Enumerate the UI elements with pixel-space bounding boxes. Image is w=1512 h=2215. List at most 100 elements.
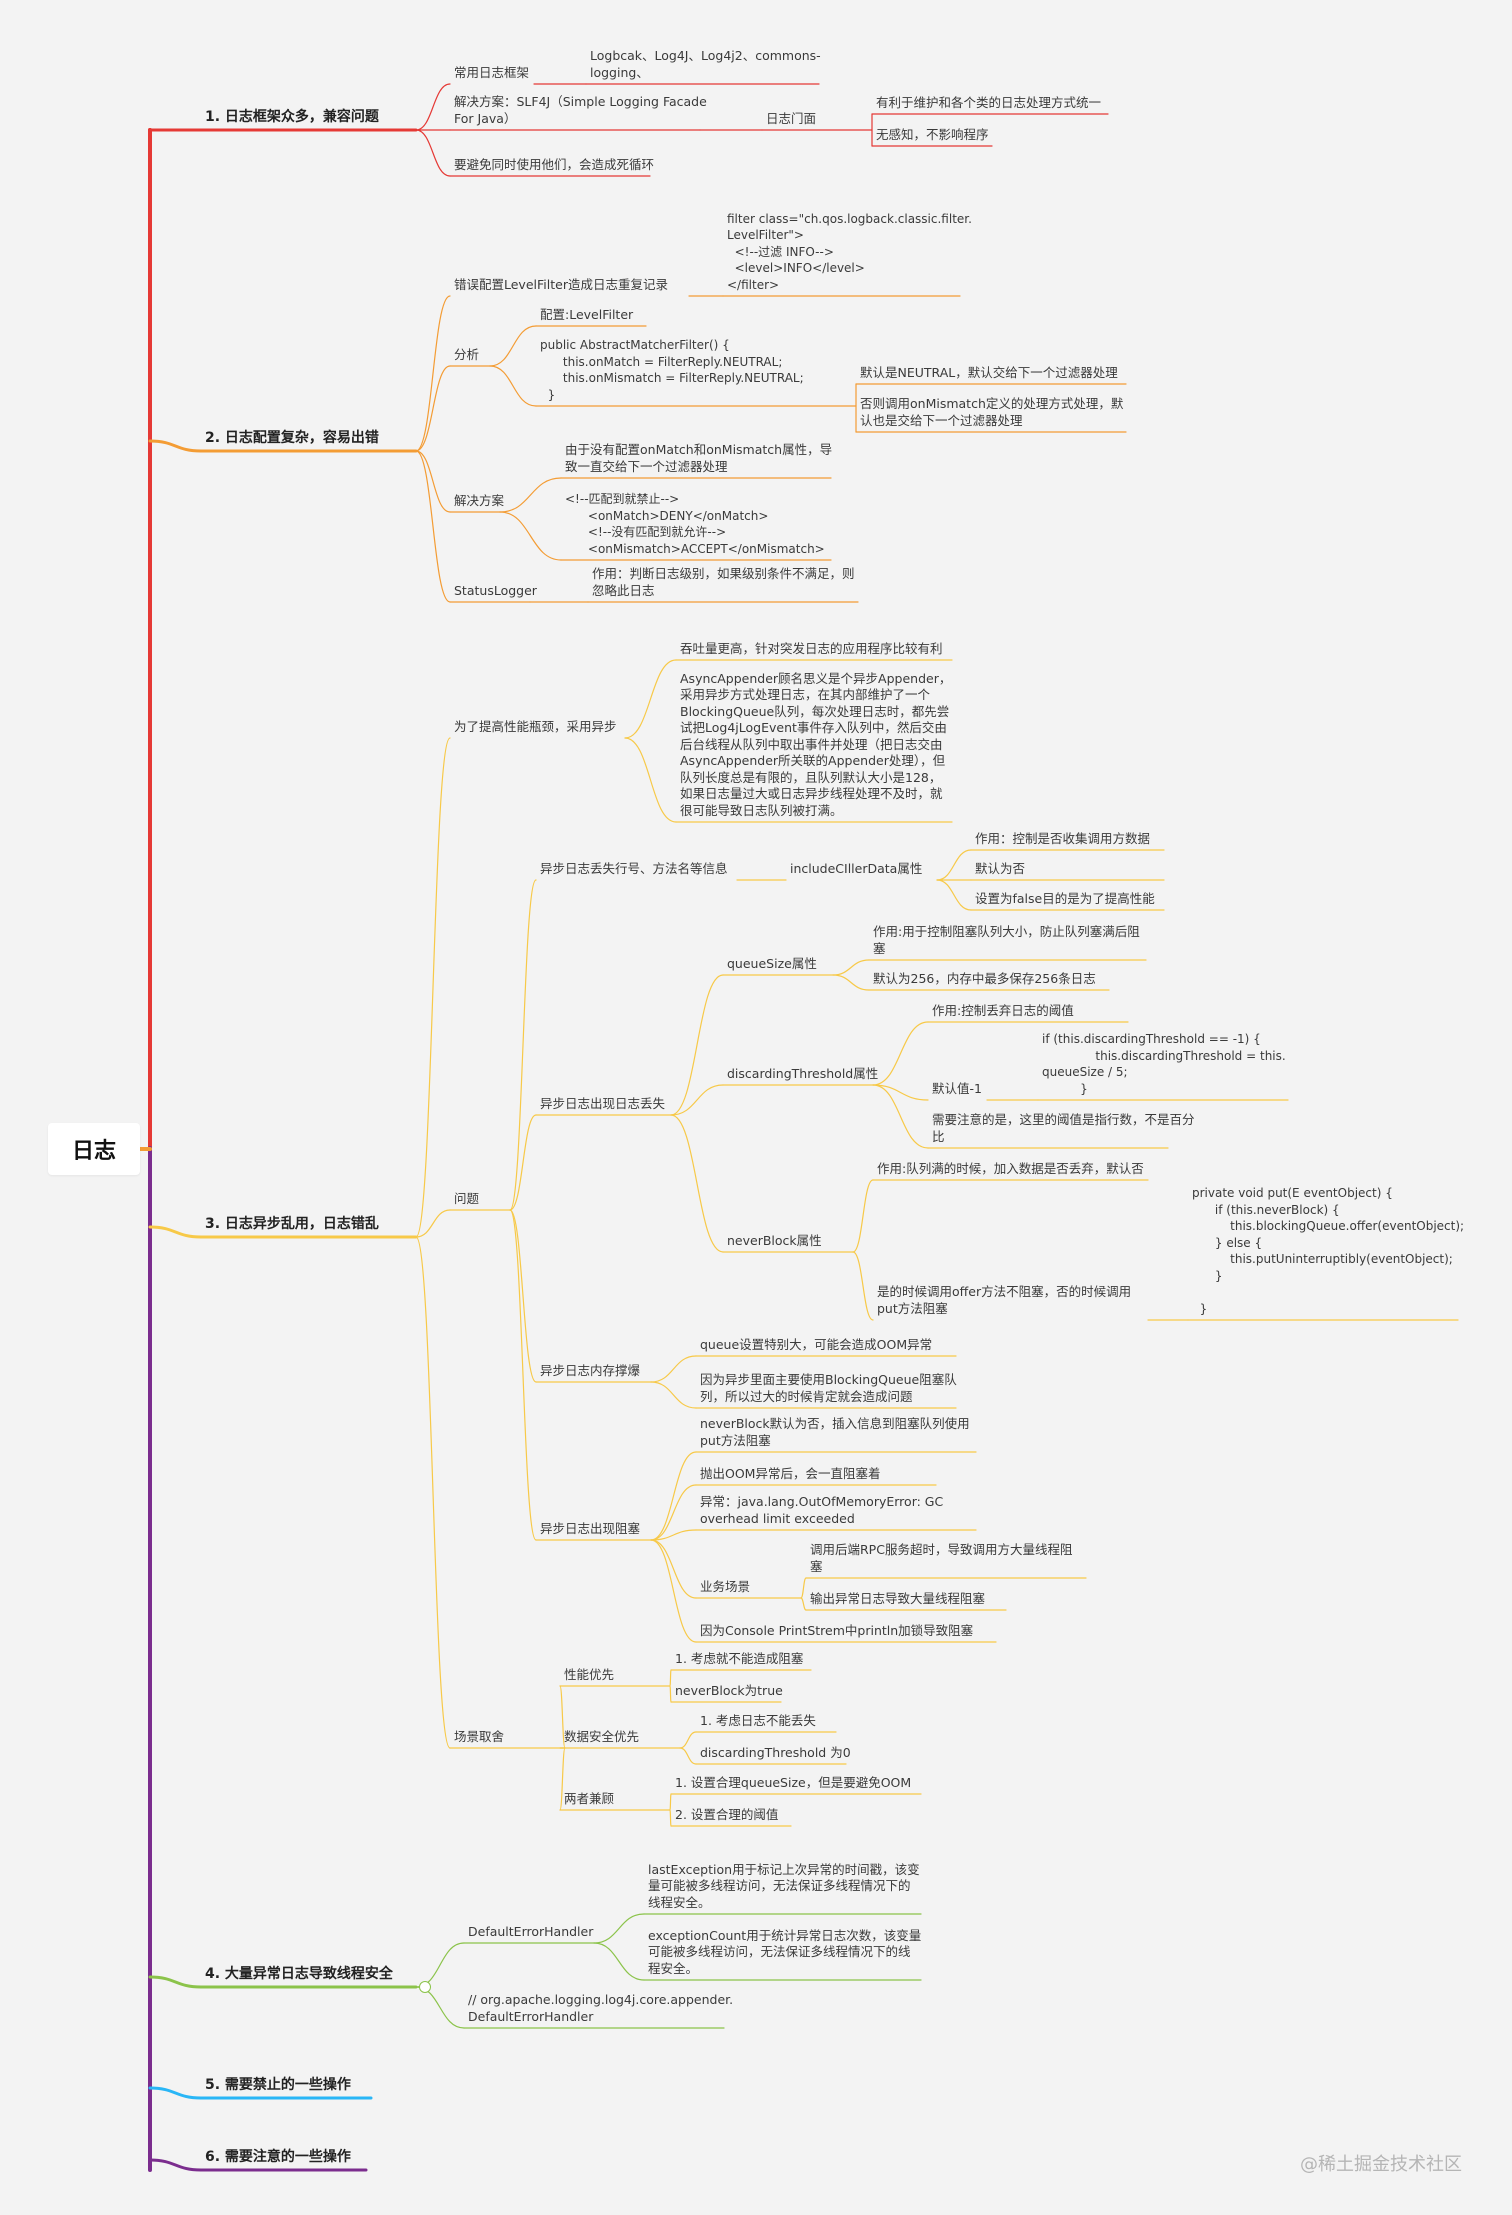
node-2-1-0-0[interactable]: includeCIllerData属性 (790, 860, 923, 876)
node-2-1-1-2[interactable]: neverBlock属性 (727, 1232, 822, 1248)
node-1-1-1[interactable]: public AbstractMatcherFilter() { this.on… (540, 338, 804, 402)
collapse-toggle-icon[interactable] (419, 1981, 431, 1993)
connector-1-2-1 (499, 511, 562, 561)
connector-2-1-3-3 (650, 1539, 697, 1599)
connector-2-1-3-1 (650, 1484, 697, 1541)
node-2-1[interactable]: 问题 (454, 1190, 480, 1206)
node-2-1-0-0-2[interactable]: 设置为false目的是为了提高性能 (975, 890, 1155, 906)
node-2-0-0[interactable]: 吞吐量更高，针对突发日志的应用程序比较有利 (680, 640, 943, 656)
node-3-1[interactable]: // org.apache.logging.log4j.core.appende… (468, 1992, 734, 2024)
node-2-1-3-2[interactable]: 异常：java.lang.OutOfMemoryError: GC overhe… (700, 1494, 944, 1526)
node-2-1-3-3-1[interactable]: 输出异常日志导致大量线程阻塞 (810, 1590, 986, 1606)
node-2-1-1-0[interactable]: queueSize属性 (727, 955, 817, 971)
node-2-2-1-1[interactable]: discardingThreshold 为0 (700, 1744, 851, 1760)
node-0-1[interactable]: 解决方案：SLF4J（Simple Logging Facade For Jav… (454, 94, 707, 126)
node-2-1-2-0[interactable]: queue设置特别大，可能会造成OOM异常 (700, 1336, 933, 1352)
node-2-2-1[interactable]: 数据安全优先 (564, 1728, 640, 1744)
node-5[interactable]: 6. 需要注意的一些操作 (205, 2149, 351, 2165)
node-2-1-2-1[interactable]: 因为异步里面主要使用BlockingQueue阻塞队 列，所以过大的时候肯定就会… (700, 1372, 957, 1404)
node-2-2-0-1[interactable]: neverBlock为true (675, 1682, 783, 1698)
node-1-2[interactable]: 解决方案 (454, 492, 505, 508)
node-2-1-0-0-0[interactable]: 作用：控制是否收集调用方数据 (975, 830, 1151, 846)
connector-2-1-1-1-0 (872, 1021, 929, 1086)
node-2-1-1-0-1[interactable]: 默认为256，内存中最多保存256条日志 (873, 970, 1096, 986)
connector-2-1-3-3-0 (800, 1577, 807, 1599)
connector-2-1-2-1 (650, 1381, 697, 1409)
connector-2-1-3-3-1 (800, 1597, 807, 1611)
node-2-1-3-1[interactable]: 抛出OOM异常后，会一直阻塞着 (700, 1465, 881, 1481)
node-2-1-0[interactable]: 异步日志丢失行号、方法名等信息 (540, 860, 728, 876)
node-2-2-1-0[interactable]: 1. 考虑日志不能丢失 (700, 1712, 816, 1728)
node-3-0-1[interactable]: exceptionCount用于统计异常日志次数，该变量 可能被多线程访问，无法… (648, 1927, 922, 1976)
connector-1-3 (415, 450, 451, 603)
node-2-1-1-1[interactable]: discardingThreshold属性 (727, 1065, 879, 1081)
node-2-2-0-0[interactable]: 1. 考虑就不能造成阻塞 (675, 1650, 804, 1666)
node-2-0-1[interactable]: AsyncAppender顾名思义是个异步Appender， 采用异步方式处理日… (680, 670, 952, 818)
root-node[interactable]: 日志 (48, 1123, 140, 1175)
node-2-2-2[interactable]: 两者兼顾 (564, 1790, 615, 1806)
node-0-1-0-0[interactable]: 有利于维护和各个类的日志处理方式统一 (876, 94, 1102, 110)
connector-2-1-1-2-0 (852, 1179, 874, 1253)
node-4[interactable]: 5. 需要禁止的一些操作 (205, 2077, 351, 2093)
node-2-1-1-2-1-0[interactable]: private void put(E eventObject) { if (th… (1192, 1186, 1465, 1316)
connector-2-1-1-0 (670, 974, 724, 1116)
node-1[interactable]: 2. 日志配置复杂，容易出错 (205, 430, 379, 446)
node-0-2[interactable]: 要避免同时使用他们，会造成死循环 (454, 156, 655, 172)
node-2-2-0[interactable]: 性能优先 (564, 1666, 615, 1682)
connector-3-0-0 (593, 1913, 645, 1944)
connector-2-2-1-1 (679, 1747, 697, 1765)
node-2-1-3[interactable]: 异步日志出现阻塞 (540, 1520, 641, 1536)
connector-2-1 (415, 1209, 451, 1238)
node-1-0[interactable]: 错误配置LevelFilter造成日志重复记录 (454, 276, 668, 292)
connector-2-2-1-0 (679, 1731, 697, 1749)
node-2-1-1-1-2[interactable]: 需要注意的是，这里的阈值是指行数，不是百分 比 (932, 1112, 1195, 1144)
node-2-1-0-0-1[interactable]: 默认为否 (975, 860, 1026, 876)
node-2-1-1-2-1[interactable]: 是的时候调用offer方法不阻塞，否的时候调用 put方法阻塞 (877, 1284, 1132, 1316)
node-3[interactable]: 4. 大量异常日志导致线程安全 (205, 1966, 393, 1982)
node-1-0-0[interactable]: filter class="ch.qos.logback.classic.fil… (727, 211, 972, 292)
node-1-1[interactable]: 分析 (454, 346, 480, 362)
connector-2-1-1-2-1 (852, 1251, 874, 1321)
node-2-1-3-3[interactable]: 业务场景 (700, 1578, 751, 1594)
node-3-0-0[interactable]: lastException用于标记上次异常的时间戳，该变 量可能被多线程访问，无… (648, 1861, 920, 1910)
connector-2-2-2-0 (669, 1793, 672, 1811)
connector-2-1-3-2 (650, 1529, 697, 1541)
node-1-3-0[interactable]: 作用：判断日志级别，如果级别条件不满足，则 忽略此日志 (592, 566, 855, 598)
node-1-1-1-1[interactable]: 否则调用onMismatch定义的处理方式处理，默 认也是交给下一个过滤器处理 (860, 396, 1124, 428)
branch-link-1 (148, 439, 203, 453)
node-2-1-1-0-0[interactable]: 作用:用于控制阻塞队列大小，防止队列塞满后阻 塞 (873, 924, 1140, 956)
node-1-2-0[interactable]: 由于没有配置onMatch和onMismatch属性，导 致一直交给下一个过滤器… (565, 442, 833, 474)
node-2-2-2-0[interactable]: 1. 设置合理queueSize，但是要避免OOM (675, 1774, 912, 1790)
node-2-1-1[interactable]: 异步日志出现日志丢失 (540, 1095, 666, 1111)
connector-2-0-0 (624, 659, 677, 739)
node-0-0[interactable]: 常用日志框架 (454, 64, 530, 80)
node-0-1-0-1[interactable]: 无感知，不影响程序 (876, 126, 989, 142)
node-2-1-1-1-1[interactable]: 默认值-1 (932, 1080, 982, 1096)
connector-1-0 (415, 295, 451, 452)
node-2-1-3-3-0[interactable]: 调用后端RPC服务超时，导致调用方大量线程阻 塞 (810, 1542, 1073, 1574)
node-2-1-3-0[interactable]: neverBlock默认为否，插入信息到阻塞队列使用 put方法阻塞 (700, 1416, 970, 1448)
connector-0-0 (415, 83, 451, 131)
connector-2-0-1 (624, 737, 677, 823)
node-2-2[interactable]: 场景取舍 (454, 1728, 505, 1744)
node-2-1-2[interactable]: 异步日志内存撑爆 (540, 1362, 641, 1378)
node-2[interactable]: 3. 日志异步乱用，日志错乱 (205, 1216, 379, 1232)
node-3-0[interactable]: DefaultErrorHandler (468, 1923, 594, 1939)
node-1-3[interactable]: StatusLogger (454, 582, 537, 598)
node-2-1-3-4[interactable]: 因为Console PrintStrem中println加锁导致阻塞 (700, 1622, 974, 1638)
connector-2-2-0-0 (669, 1669, 672, 1687)
node-1-1-1-0[interactable]: 默认是NEUTRAL，默认交给下一个过滤器处理 (860, 364, 1118, 380)
node-2-1-1-1-1-0[interactable]: if (this.discardingThreshold == -1) { th… (1042, 1032, 1286, 1096)
node-1-1-0[interactable]: 配置:LevelFilter (540, 306, 634, 322)
node-0[interactable]: 1. 日志框架众多，兼容问题 (205, 109, 379, 125)
node-2-0[interactable]: 为了提高性能瓶颈，采用异步 (454, 718, 617, 734)
node-2-2-2-1[interactable]: 2. 设置合理的阈值 (675, 1806, 779, 1822)
node-0-0-0[interactable]: Logbcak、Log4J、Log4j2、commons- logging、 (590, 48, 821, 80)
connector-2-1-1-0-1 (832, 974, 870, 991)
connector-2-1-2-0 (650, 1355, 697, 1383)
node-2-1-1-2-0[interactable]: 作用:队列满的时候，加入数据是否丢弃，默认否 (877, 1160, 1144, 1176)
node-2-1-1-1-0[interactable]: 作用:控制丢弃日志的阈值 (932, 1002, 1074, 1018)
node-0-1-0[interactable]: 日志门面 (766, 110, 817, 126)
node-1-2-1[interactable]: <!--匹配到就禁止--> <onMatch>DENY</onMatch> <!… (565, 492, 825, 556)
